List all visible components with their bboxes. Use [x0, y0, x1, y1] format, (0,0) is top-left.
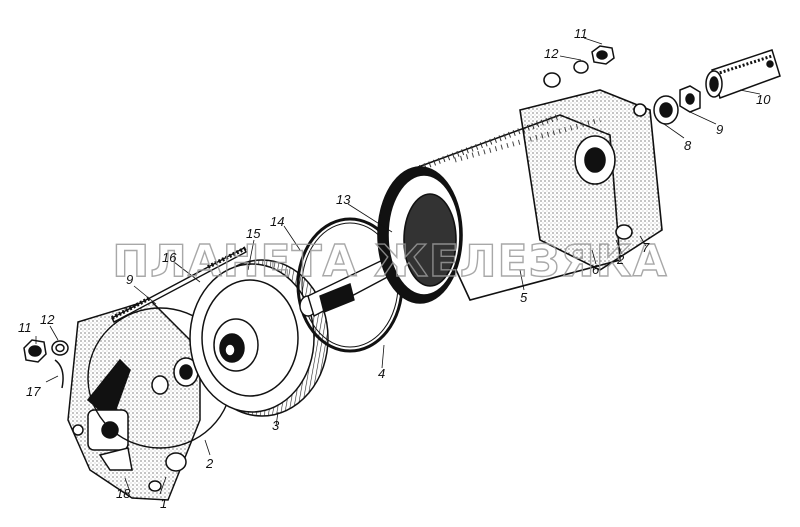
callout-14: 14 — [270, 214, 284, 229]
right-nut — [573, 45, 615, 74]
callout-12-right: 12 — [544, 46, 559, 61]
callout-15: 15 — [246, 226, 261, 241]
coupling-sleeve — [705, 49, 781, 99]
callout-7: 7 — [642, 240, 650, 255]
callout-9-left: 9 — [126, 272, 133, 287]
left-nut — [23, 339, 69, 389]
callout-labels: 1 2 2 3 4 5 6 7 8 9 9 10 11 11 12 12 13 … — [18, 26, 771, 511]
callout-11-left: 11 — [18, 320, 32, 335]
callout-16: 16 — [162, 250, 177, 265]
callout-17: 17 — [26, 384, 41, 399]
callout-5: 5 — [520, 290, 528, 305]
callout-2-left: 2 — [205, 456, 214, 471]
callout-13: 13 — [336, 192, 351, 207]
callout-3: 3 — [272, 418, 280, 433]
callout-6: 6 — [592, 262, 600, 277]
callout-9-right: 9 — [716, 122, 723, 137]
callout-2-right: 2 — [616, 252, 625, 267]
tie-rod — [111, 246, 247, 323]
callout-4: 4 — [378, 366, 385, 381]
callout-1: 1 — [160, 496, 167, 511]
callout-11-right: 11 — [574, 26, 588, 41]
threaded-adapter — [653, 85, 701, 125]
bearing-shield — [189, 259, 329, 417]
front-cover — [67, 299, 201, 501]
watermark-text: ПЛАНЕТА ЖЕЛЕЗЯКА — [112, 236, 667, 287]
leader-lines — [35, 37, 761, 495]
callout-10: 10 — [756, 92, 771, 107]
callout-12-left: 12 — [40, 312, 55, 327]
rear-housing — [519, 72, 663, 271]
callout-8: 8 — [684, 138, 692, 153]
callout-18: 18 — [116, 486, 131, 501]
